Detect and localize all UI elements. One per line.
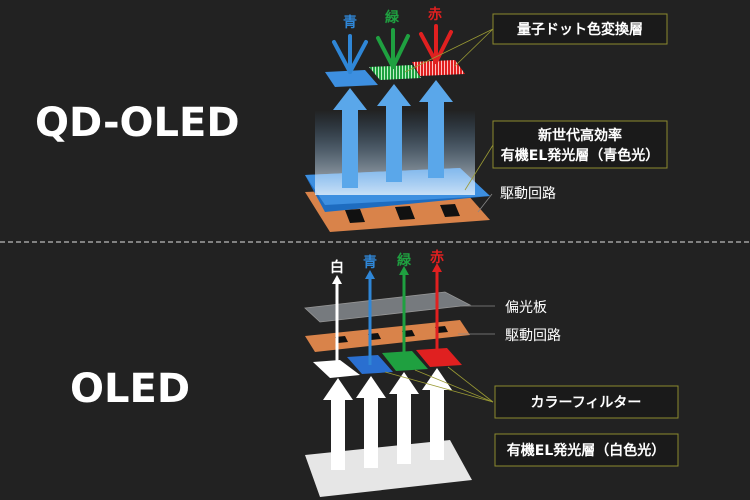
color-filter-label-box [494,385,679,419]
qd-blue-light-arrows [333,80,453,188]
qd-label-red: 赤 [428,7,442,23]
oled-label-blue: 青 [363,254,377,271]
qd-leader-lines [404,28,494,213]
filter-red [416,348,462,367]
oled-circuit-layer [305,320,470,352]
qd-circuit-label: 駆動回路 [500,186,556,202]
quantum-dot-plates [325,60,465,87]
polarizer-label: 偏光板 [505,300,547,316]
oled-title: OLED [70,366,190,412]
qd-oled-title: QD-OLED [35,100,240,146]
color-filters [313,348,462,378]
oled-circuit-label: 駆動回路 [505,328,561,344]
qd-emission-arrows [332,24,453,74]
qd-layer-label: 量子ドット色変換層 [517,21,643,38]
el-layer-label-box [492,120,668,169]
qd-plate-red [412,60,465,76]
oled-leader-lines [384,305,495,403]
oled-label-red: 赤 [430,250,444,266]
qd-plate-green [369,65,421,80]
oled-emission-arrows [332,263,442,370]
filter-green [382,351,428,371]
qd-layer-label-box [492,13,668,45]
qd-label-blue: 青 [343,14,357,31]
qd-label-green: 緑 [385,9,400,26]
white-light-arrows [323,368,452,470]
el-layer-label-line2: 有機EL発光層（青色光） [501,147,659,164]
qd-plate-blue [325,70,378,87]
color-filter-label: カラーフィルター [531,395,642,411]
oled-label-green: 緑 [397,252,412,269]
white-el-label-box [494,433,679,467]
polarizer-layer [304,291,472,323]
oled-label-white: 白 [330,259,344,276]
white-el-label: 有機EL発光層（白色光） [507,442,665,459]
el-layer-label-line1: 新世代高効率 [538,127,622,144]
white-el-layer [305,440,472,497]
